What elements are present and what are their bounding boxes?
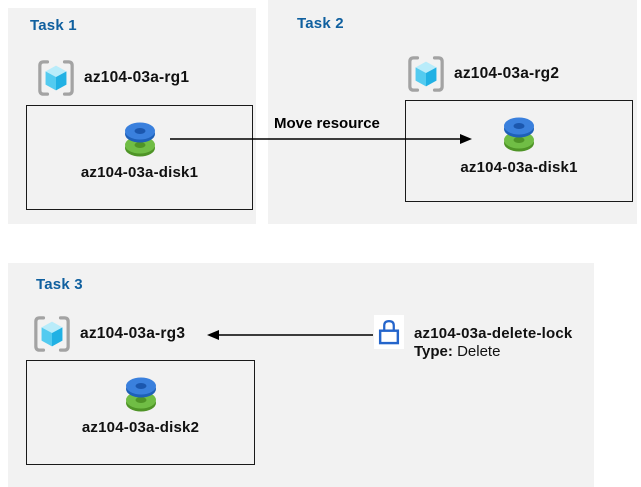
- resource-group-label: az104-03a-rg2: [454, 65, 560, 82]
- task3-resource-group: az104-03a-rg3: [33, 314, 185, 354]
- lock-icon: [378, 320, 400, 345]
- delete-lock-arrow: [207, 330, 373, 340]
- disk-label: az104-03a-disk2: [81, 419, 200, 436]
- task3-resource-box: az104-03a-disk2: [26, 360, 255, 465]
- delete-lock-type: Type: Delete: [414, 343, 572, 361]
- task3-panel: [8, 263, 594, 487]
- task1-resource-group: az104-03a-rg1: [37, 58, 189, 98]
- delete-lock-text: az104-03a-delete-lock Type: Delete: [414, 325, 572, 361]
- resource-group-icon: [38, 60, 74, 96]
- disk-label: az104-03a-disk1: [80, 164, 199, 181]
- disk-icon: [504, 117, 534, 152]
- resource-group-icon: [408, 56, 444, 92]
- resource-group-label: az104-03a-rg1: [84, 69, 190, 86]
- task1-resource-box: az104-03a-disk1: [26, 105, 253, 210]
- delete-lock-name: az104-03a-delete-lock: [414, 325, 573, 342]
- lock-icon-background: [374, 315, 404, 349]
- disk-icon: [124, 122, 155, 157]
- task2-panel: [268, 0, 637, 224]
- task1-panel: [8, 8, 256, 224]
- resource-group-icon: [34, 316, 70, 352]
- task3-title: Task 3: [36, 276, 83, 293]
- move-resource-arrow: [170, 134, 472, 144]
- lock-type-label: Type:: [414, 343, 453, 360]
- move-resource-label: Move resource: [274, 115, 380, 132]
- resource-group-label: az104-03a-rg3: [80, 325, 186, 342]
- lock-type-value: Delete: [457, 343, 501, 360]
- task1-title: Task 1: [30, 17, 77, 34]
- task2-title: Task 2: [297, 15, 344, 32]
- disk-label: az104-03a-disk1: [460, 159, 578, 176]
- disk-icon: [125, 377, 156, 412]
- task2-resource-box: az104-03a-disk1: [405, 100, 633, 202]
- task2-resource-group: az104-03a-rg2: [407, 54, 559, 94]
